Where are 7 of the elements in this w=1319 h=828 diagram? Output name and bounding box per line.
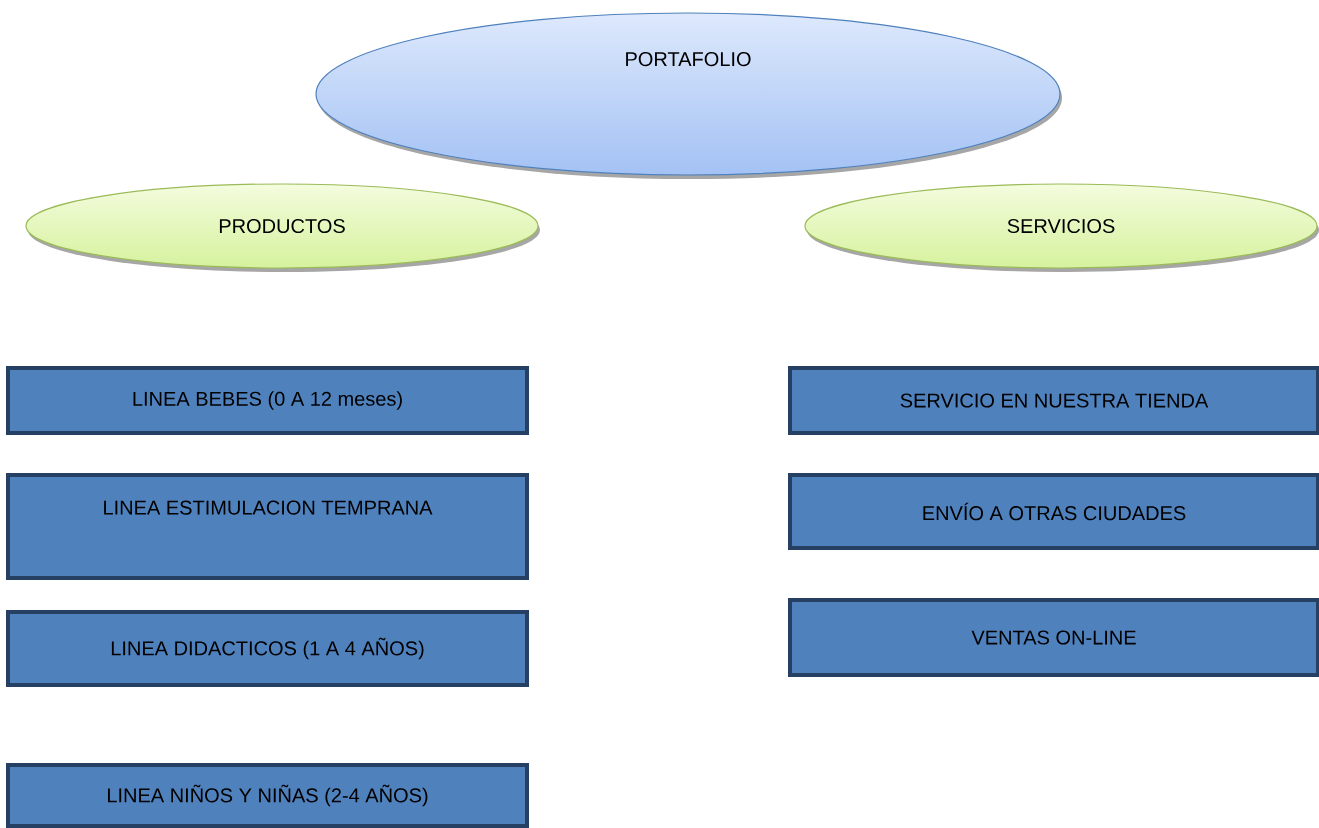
category-box: LINEA ESTIMULACION TEMPRANA xyxy=(6,473,529,580)
category-box: LINEA DIDACTICOS (1 A 4 AÑOS) xyxy=(6,610,529,687)
category-box: VENTAS ON-LINE xyxy=(788,598,1319,677)
category-box: ENVÍO A OTRAS CIUDADES xyxy=(788,473,1319,550)
category-box: LINEA NIÑOS Y NIÑAS (2-4 AÑOS) xyxy=(6,763,529,828)
category-box: LINEA BEBES (0 A 12 meses) xyxy=(6,366,529,435)
category-box: SERVICIO EN NUESTRA TIENDA xyxy=(788,366,1319,435)
